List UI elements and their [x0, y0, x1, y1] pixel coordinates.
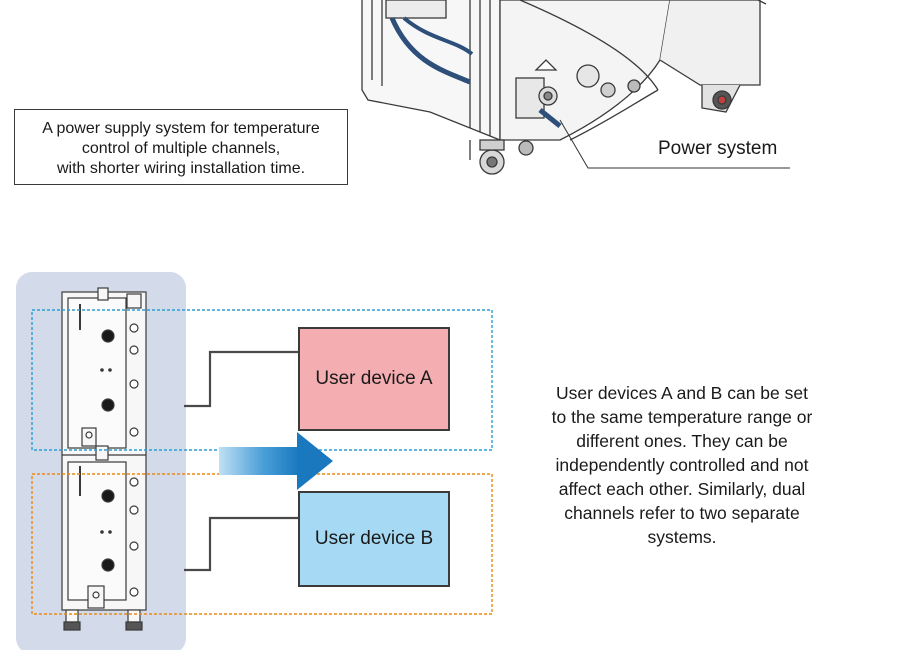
description-line-3: different ones. They can be	[576, 431, 788, 451]
power-unit-rack	[61, 287, 147, 631]
description-text: User devices A and B can be set to the s…	[522, 381, 842, 549]
machine-illustration	[361, 0, 790, 175]
user-device-b: User device B	[298, 491, 450, 587]
caption-line-2: control of multiple channels,	[81, 140, 281, 157]
right-arrow-icon	[219, 432, 333, 490]
description-line-6: channels refer to two separate	[564, 503, 800, 523]
power-system-label: Power system	[658, 138, 778, 159]
description-line-7: systems.	[647, 527, 717, 547]
user-device-a-label: User device A	[315, 368, 433, 389]
caption-line-3: with shorter wiring installation time.	[56, 160, 306, 177]
wiring-lines	[184, 350, 298, 572]
description-line-2: to the same temperature range or	[551, 407, 813, 427]
caption-box: A power supply system for temperature co…	[14, 109, 348, 185]
description-line-4: independently controlled and not	[555, 455, 809, 475]
description-line-5: affect each other. Similarly, dual	[558, 479, 806, 499]
user-device-a: User device A	[298, 327, 450, 431]
caption-line-1: A power supply system for temperature	[42, 120, 320, 137]
description-line-1: User devices A and B can be set	[556, 383, 808, 403]
user-device-b-label: User device B	[314, 528, 434, 549]
